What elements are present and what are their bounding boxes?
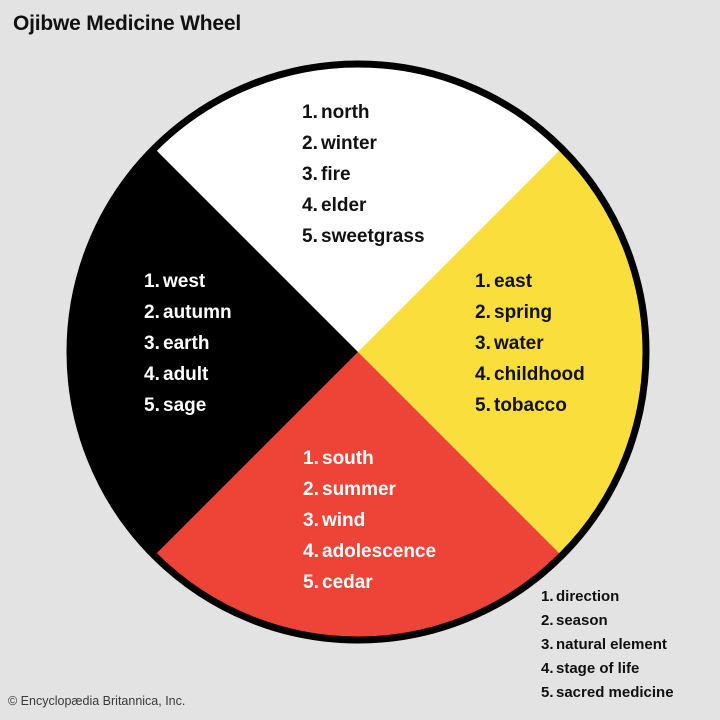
legend-item-label: direction <box>556 588 620 605</box>
legend-item-number: 5. <box>541 684 554 701</box>
item-label: south <box>322 448 374 469</box>
item-label: autumn <box>163 302 232 323</box>
legend-item-number: 4. <box>541 660 554 677</box>
item-label: fire <box>321 164 351 185</box>
item-label: tobacco <box>494 395 567 416</box>
legend-item-label: sacred medicine <box>556 684 674 701</box>
list-item: 1.west <box>144 266 232 297</box>
list-item: 5.cedar <box>303 567 436 598</box>
item-label: wind <box>322 510 366 531</box>
item-label: winter <box>321 133 377 154</box>
legend-item-number: 2. <box>541 612 554 629</box>
item-number: 3. <box>475 333 491 354</box>
list-item: 4.elder <box>302 190 425 221</box>
item-label: water <box>494 333 544 354</box>
item-label: earth <box>163 333 210 354</box>
list-item: 2.autumn <box>144 297 232 328</box>
quadrant-west-list: 1.west 2.autumn 3.earth 4.adult 5.sage <box>144 266 232 421</box>
item-number: 2. <box>144 302 160 323</box>
list-item: 4.childhood <box>475 359 585 390</box>
item-label: summer <box>322 479 396 500</box>
legend-item-number: 1. <box>541 588 554 605</box>
item-number: 5. <box>475 395 491 416</box>
list-item: 2.summer <box>303 474 436 505</box>
legend-item: 1.direction <box>541 585 674 609</box>
item-number: 5. <box>144 395 160 416</box>
list-item: 3.water <box>475 328 585 359</box>
item-label: cedar <box>322 572 373 593</box>
item-label: west <box>163 271 206 292</box>
medicine-wheel-diagram <box>66 60 650 644</box>
quadrant-south-list: 1.south 2.summer 3.wind 4.adolescence 5.… <box>303 443 436 598</box>
item-number: 5. <box>303 572 319 593</box>
item-number: 4. <box>302 195 318 216</box>
item-number: 4. <box>475 364 491 385</box>
list-item: 1.east <box>475 266 585 297</box>
list-item: 5.sweetgrass <box>302 221 425 252</box>
list-item: 4.adolescence <box>303 536 436 567</box>
item-label: adult <box>163 364 209 385</box>
item-number: 4. <box>303 541 319 562</box>
item-number: 1. <box>303 448 319 469</box>
legend-item: 3.natural element <box>541 633 674 657</box>
wheel-outline <box>66 60 650 644</box>
item-number: 3. <box>302 164 318 185</box>
item-label: east <box>494 271 533 292</box>
legend-item-label: season <box>556 612 608 629</box>
list-item: 2.spring <box>475 297 585 328</box>
item-number: 3. <box>303 510 319 531</box>
list-item: 2.winter <box>302 128 425 159</box>
legend-item: 4.stage of life <box>541 657 674 681</box>
legend-item-label: stage of life <box>556 660 640 677</box>
list-item: 5.tobacco <box>475 390 585 421</box>
item-number: 1. <box>475 271 491 292</box>
list-item: 1.south <box>303 443 436 474</box>
list-item: 3.earth <box>144 328 232 359</box>
item-label: spring <box>494 302 553 323</box>
page-title: Ojibwe Medicine Wheel <box>13 12 242 35</box>
legend: 1.direction 2.season 3.natural element 4… <box>541 585 674 705</box>
item-number: 2. <box>302 133 318 154</box>
quadrant-east-list: 1.east 2.spring 3.water 4.childhood 5.to… <box>475 266 585 421</box>
list-item: 4.adult <box>144 359 232 390</box>
list-item: 3.wind <box>303 505 436 536</box>
item-number: 1. <box>302 102 318 123</box>
list-item: 5.sage <box>144 390 232 421</box>
item-number: 4. <box>144 364 160 385</box>
item-number: 1. <box>144 271 160 292</box>
list-item: 1.north <box>302 97 425 128</box>
item-label: elder <box>321 195 367 216</box>
quadrant-north-list: 1.north 2.winter 3.fire 4.elder 5.sweetg… <box>302 97 425 252</box>
item-label: north <box>321 102 370 123</box>
item-label: sweetgrass <box>321 226 425 247</box>
legend-item: 2.season <box>541 609 674 633</box>
item-label: childhood <box>494 364 585 385</box>
item-number: 3. <box>144 333 160 354</box>
item-number: 5. <box>302 226 318 247</box>
list-item: 3.fire <box>302 159 425 190</box>
item-label: adolescence <box>322 541 437 562</box>
item-label: sage <box>163 395 207 416</box>
legend-item-label: natural element <box>556 636 667 653</box>
item-number: 2. <box>303 479 319 500</box>
legend-item: 5.sacred medicine <box>541 681 674 705</box>
copyright-credit: © Encyclopædia Britannica, Inc. <box>8 694 186 708</box>
item-number: 2. <box>475 302 491 323</box>
legend-item-number: 3. <box>541 636 554 653</box>
